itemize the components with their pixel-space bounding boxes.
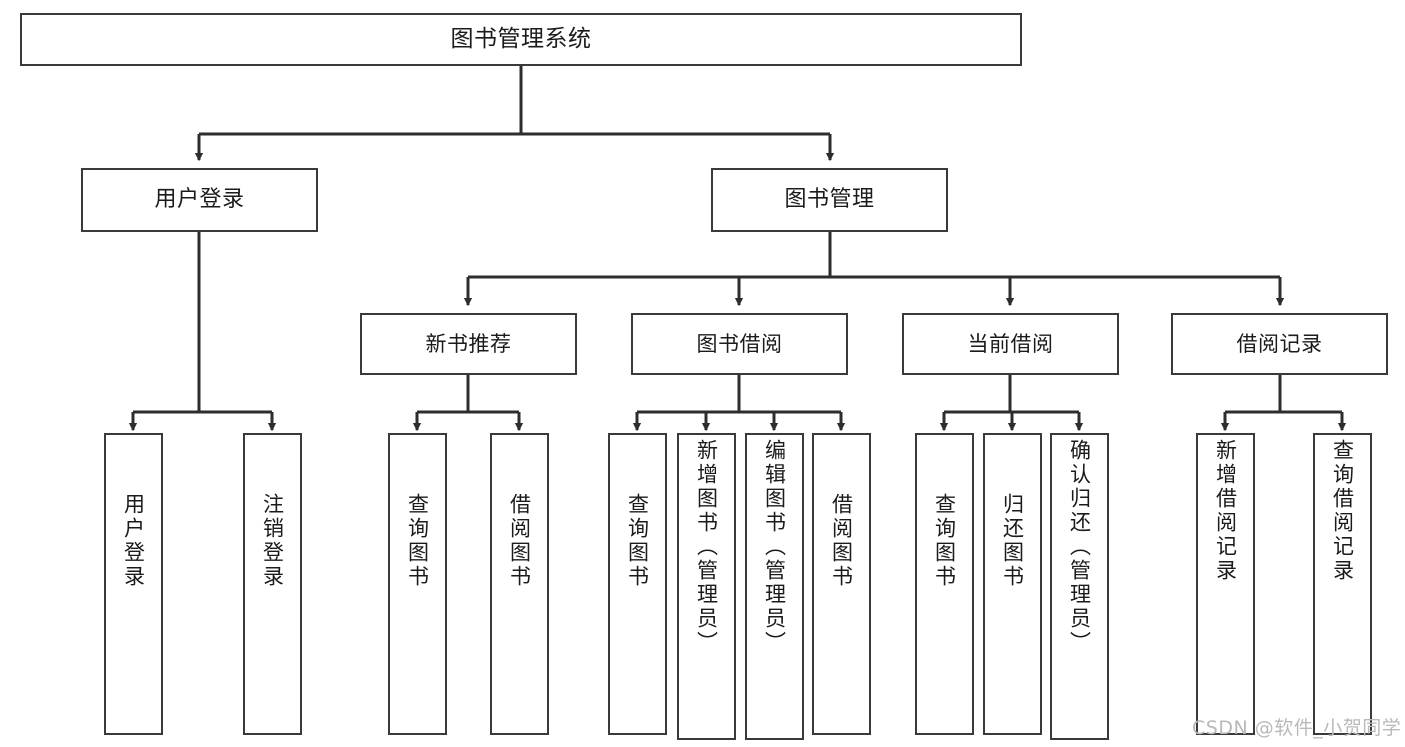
node-label: 用户登录 (154, 187, 245, 213)
node-book-borrow[interactable]: 图书借阅 (631, 313, 848, 375)
node-user-login[interactable]: 用户登录 (81, 168, 318, 232)
node-book-management-system[interactable]: 图书管理系统 (20, 13, 1022, 66)
node-label: 确认归还（管理员） (1067, 439, 1092, 655)
leaf-add-borrow-record[interactable]: 新增借阅记录 (1196, 433, 1255, 735)
node-label: 查询图书 (405, 493, 430, 589)
leaf-query-book-borrow[interactable]: 查询图书 (608, 433, 667, 735)
leaf-query-book-current[interactable]: 查询图书 (915, 433, 974, 735)
leaf-edit-book-admin[interactable]: 编辑图书（管理员） (745, 433, 804, 740)
node-label: 查询图书 (932, 493, 957, 589)
node-label: 查询图书 (625, 493, 650, 589)
node-label: 借阅记录 (1236, 331, 1323, 356)
leaf-query-borrow-record[interactable]: 查询借阅记录 (1313, 433, 1372, 735)
node-book-management[interactable]: 图书管理 (711, 168, 948, 232)
leaf-confirm-return-admin[interactable]: 确认归还（管理员） (1050, 433, 1109, 740)
leaf-add-book-admin[interactable]: 新增图书（管理员） (677, 433, 736, 740)
node-label: 新增借阅记录 (1213, 439, 1238, 583)
node-label: 注销登录 (260, 493, 285, 589)
node-label: 图书借阅 (696, 331, 783, 356)
node-label: 归还图书 (1000, 493, 1025, 589)
node-label: 借阅图书 (829, 493, 854, 589)
leaf-return-book[interactable]: 归还图书 (983, 433, 1042, 735)
node-current-borrow[interactable]: 当前借阅 (902, 313, 1119, 375)
node-borrow-record[interactable]: 借阅记录 (1171, 313, 1388, 375)
leaf-borrow-book[interactable]: 借阅图书 (812, 433, 871, 735)
node-label: 当前借阅 (967, 331, 1054, 356)
csdn-watermark: CSDN @软件_小贺同学 (1192, 717, 1402, 739)
node-label: 用户登录 (121, 493, 146, 589)
node-label: 图书管理系统 (450, 26, 592, 53)
node-label: 查询借阅记录 (1330, 439, 1355, 583)
leaf-borrow-book-recommend[interactable]: 借阅图书 (490, 433, 549, 735)
node-new-book-recommend[interactable]: 新书推荐 (360, 313, 577, 375)
leaf-query-book-recommend[interactable]: 查询图书 (388, 433, 447, 735)
node-label: 借阅图书 (507, 493, 532, 589)
node-label: 新增图书（管理员） (694, 439, 719, 655)
node-label: 新书推荐 (425, 331, 512, 356)
leaf-user-login[interactable]: 用户登录 (104, 433, 163, 735)
leaf-user-logout[interactable]: 注销登录 (243, 433, 302, 735)
node-label: 编辑图书（管理员） (762, 439, 787, 655)
node-label: 图书管理 (784, 187, 875, 213)
